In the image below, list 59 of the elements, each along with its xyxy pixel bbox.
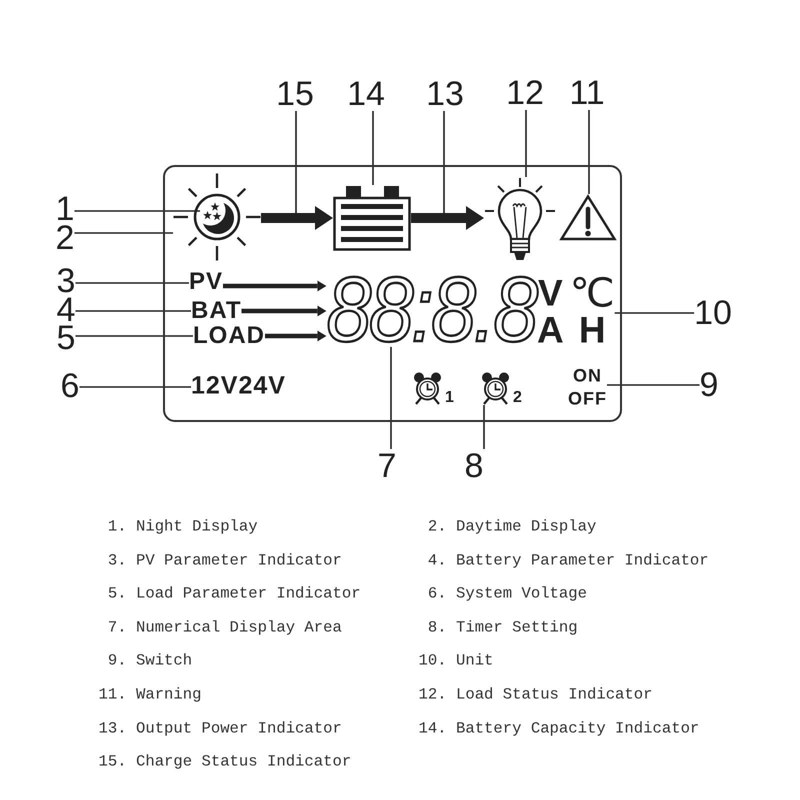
- callout-number: 14: [347, 77, 385, 111]
- key-entry: 8. Timer Setting: [428, 618, 578, 638]
- callout-number: 10: [694, 296, 732, 330]
- callout-number: 7: [378, 449, 396, 483]
- key-entry: 3. PV Parameter Indicator: [108, 551, 342, 570]
- key-entry: 10. Unit: [418, 652, 494, 671]
- lcd-label: LOAD: [193, 324, 265, 348]
- lcd-label: PV: [189, 270, 224, 294]
- key-entry: 12. Load Status Indicator: [418, 686, 652, 704]
- voltage-label: 12V24V: [191, 374, 286, 398]
- leader-line: [443, 111, 445, 213]
- key-entry: 2. Daytime Display: [428, 518, 596, 536]
- unit-symbol: V: [538, 278, 563, 309]
- callout-number: 13: [426, 77, 464, 111]
- leader-line: [76, 335, 193, 337]
- lcd-screen: [163, 165, 622, 422]
- callout-number: 8: [464, 449, 484, 483]
- switch-label: ON: [573, 366, 602, 384]
- callout-number: 6: [60, 369, 80, 403]
- switch-label: OFF: [568, 390, 607, 408]
- arrow: [223, 282, 326, 290]
- leader-line: [525, 110, 527, 177]
- key-entry: 4. Battery Parameter Indicator: [428, 551, 709, 570]
- leader-line: [80, 386, 191, 388]
- key-entry: 1. Night Display: [108, 518, 258, 536]
- key-entry: 7. Numerical Display Area: [108, 618, 342, 638]
- timer-number: 2: [513, 390, 522, 406]
- arrow: [242, 306, 326, 316]
- leader-line: [390, 346, 392, 449]
- leader-line: [483, 405, 485, 449]
- arrow: [411, 209, 484, 227]
- timer-number: 1: [445, 390, 454, 406]
- key-entry: 9. Switch: [108, 652, 192, 671]
- leader-line: [588, 110, 590, 194]
- unit-symbol: ℃: [570, 276, 615, 310]
- leader-line: [74, 232, 173, 234]
- arrow: [261, 209, 333, 227]
- unit-symbol: A: [537, 314, 564, 346]
- lcd-label: BAT: [191, 299, 242, 323]
- leader-line: [607, 384, 700, 386]
- leader-line: [295, 111, 297, 213]
- leader-line: [372, 111, 374, 185]
- leader-line: [76, 282, 189, 284]
- callout-number: 9: [700, 368, 718, 402]
- unit-symbol: H: [578, 314, 606, 346]
- key-entry: 11. Warning: [98, 686, 202, 704]
- key-entry: 5. Load Parameter Indicator: [108, 584, 361, 604]
- leader-line: [614, 312, 694, 314]
- callout-number: 12: [506, 76, 544, 110]
- leader-line: [76, 310, 191, 312]
- arrow: [265, 332, 326, 340]
- segment-digits: 88:8.8: [326, 275, 536, 347]
- key-entry: 15. Charge Status Indicator: [98, 752, 352, 772]
- leader-line: [74, 210, 200, 212]
- key-entry: 14. Battery Capacity Indicator: [418, 719, 700, 738]
- callout-number: 15: [276, 77, 314, 111]
- key-entry: 13. Output Power Indicator: [98, 719, 342, 738]
- callout-number: 11: [569, 76, 605, 110]
- key-entry: 6. System Voltage: [428, 584, 587, 604]
